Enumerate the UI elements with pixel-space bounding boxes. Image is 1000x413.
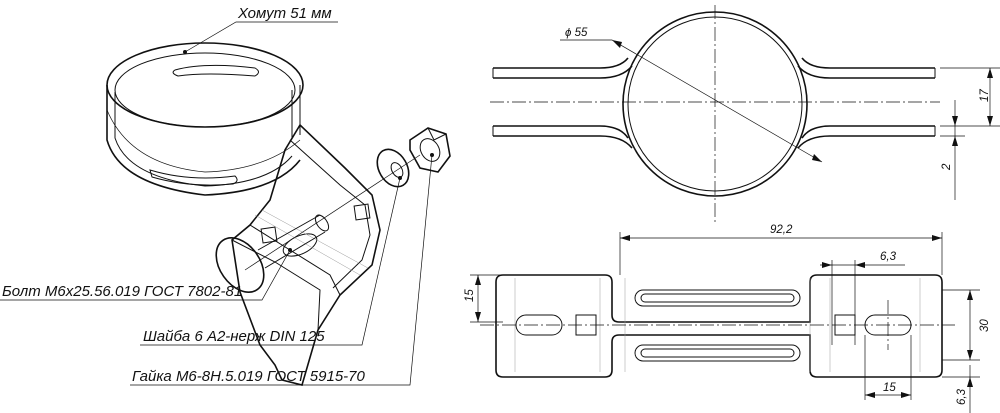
dim-17: 17	[979, 89, 991, 102]
clamp-front-view	[490, 5, 1000, 225]
plate-plan-view	[470, 232, 980, 413]
dim-92-2: 92,2	[770, 224, 793, 236]
dim-6-3-right: 6,3	[956, 388, 968, 405]
washer-label: Шайба 6 А2-нерж DIN 125	[143, 328, 325, 345]
dim-15-bottom: 15	[883, 382, 896, 394]
dim-30: 30	[979, 319, 991, 332]
clamp-flange	[231, 123, 381, 386]
clamp-band	[106, 42, 304, 196]
dim-2: 2	[941, 163, 953, 171]
nut	[409, 127, 451, 173]
bolt-label: Болт М6х25.56.019 ГОСТ 7802-81	[2, 283, 242, 300]
callout-leaders	[0, 21, 434, 386]
isometric-assembly	[106, 42, 451, 386]
bolt	[215, 214, 330, 293]
nut-label: Гайка М6-8Н.5.019 ГОСТ 5915-70	[132, 368, 366, 385]
dim-6-3-top: 6,3	[880, 251, 897, 263]
washer	[376, 148, 410, 188]
diameter-dim: ϕ 55	[565, 27, 588, 39]
dim-15-left: 15	[464, 289, 476, 302]
clamp-label: Хомут 51 мм	[237, 5, 332, 22]
